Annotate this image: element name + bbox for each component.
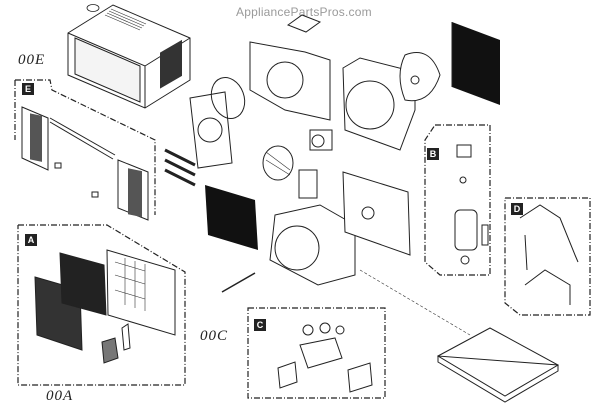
callout-cabinet bbox=[86, 4, 100, 12]
side-curtains[interactable] bbox=[21, 106, 149, 221]
section-a-badge[interactable]: A bbox=[25, 234, 37, 246]
rod[interactable] bbox=[221, 272, 256, 293]
base-pan[interactable] bbox=[436, 327, 560, 403]
inner-panel[interactable] bbox=[189, 73, 250, 169]
partition-box[interactable] bbox=[269, 204, 356, 286]
blower-wheel[interactable] bbox=[262, 145, 294, 181]
compressor[interactable] bbox=[454, 144, 489, 265]
assembly-label-00a: 00A bbox=[46, 388, 74, 404]
front-grille[interactable] bbox=[34, 249, 176, 364]
leader-line bbox=[359, 269, 471, 336]
condenser-fan[interactable] bbox=[399, 52, 441, 102]
section-c-box bbox=[247, 307, 386, 399]
section-c-badge[interactable]: C bbox=[254, 319, 266, 331]
evaporator-coil[interactable] bbox=[205, 185, 258, 250]
refrigerant-tubing[interactable] bbox=[519, 204, 579, 305]
assembly-label-00c: 00C bbox=[200, 328, 229, 344]
section-d-badge[interactable]: D bbox=[511, 203, 523, 215]
section-b-box bbox=[424, 124, 491, 276]
assembly-label-00e: 00E bbox=[18, 52, 46, 68]
section-d-box bbox=[504, 197, 591, 316]
watermark: AppliancePartsPros.com bbox=[236, 5, 372, 19]
fan-motor[interactable] bbox=[309, 129, 333, 151]
heater-elements[interactable] bbox=[164, 148, 196, 187]
section-a-box bbox=[17, 224, 186, 386]
section-e-box bbox=[14, 79, 156, 215]
condenser-coil[interactable] bbox=[451, 22, 500, 105]
motor-bracket[interactable] bbox=[298, 169, 318, 199]
cabinet[interactable] bbox=[67, 4, 191, 109]
condenser-shroud[interactable] bbox=[342, 57, 416, 151]
partition-plate[interactable] bbox=[342, 171, 411, 256]
control-box[interactable] bbox=[277, 322, 373, 393]
section-e-badge[interactable]: E bbox=[22, 83, 34, 95]
blower-housing[interactable] bbox=[249, 14, 331, 121]
section-b-badge[interactable]: B bbox=[427, 148, 439, 160]
